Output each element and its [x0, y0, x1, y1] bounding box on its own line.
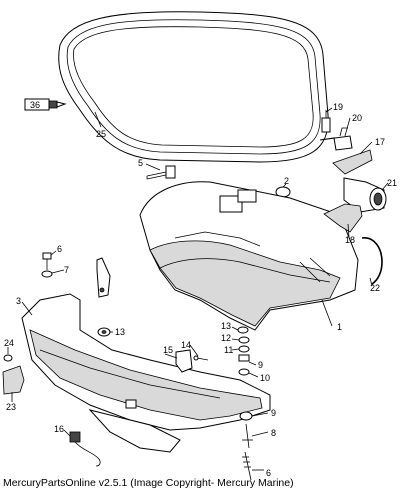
bottom-cowl	[139, 181, 359, 331]
washer-24	[3, 354, 13, 362]
callout-23: 23	[6, 402, 16, 412]
callout-20: 20	[352, 113, 362, 123]
callout-24: 24	[4, 338, 14, 348]
callout-16: 16	[54, 424, 64, 434]
callout-1: 1	[337, 322, 342, 332]
callout-2: 2	[284, 176, 289, 186]
latch-plate	[323, 203, 363, 233]
callout-10: 10	[260, 373, 270, 383]
callout-9-lower: 9	[271, 408, 276, 418]
cowl-chaps	[21, 293, 271, 453]
bracket-assembly	[319, 110, 353, 151]
sensor-16	[69, 431, 101, 467]
callout-6-upper: 6	[57, 244, 62, 254]
grommet-9-lower	[239, 411, 253, 421]
fastener-stack	[237, 326, 250, 376]
bolt-5	[146, 165, 176, 180]
callout-13-right: 13	[221, 321, 231, 331]
screw-6	[42, 252, 52, 270]
seal-gasket	[58, 11, 329, 163]
long-screw	[242, 451, 252, 481]
callout-11: 11	[224, 345, 233, 355]
callout-8: 8	[271, 428, 276, 438]
latch-cylinder	[343, 177, 387, 213]
callout-13-left: 13	[115, 327, 125, 337]
callout-18: 18	[345, 235, 355, 245]
callout-12: 12	[221, 333, 231, 343]
callout-21: 21	[387, 178, 397, 188]
copyright-footer: MercuryPartsOnline v2.5.1 (Image Copyrig…	[3, 477, 294, 489]
callout-22: 22	[370, 283, 380, 293]
wire-clip	[361, 237, 383, 285]
callout-5: 5	[138, 158, 143, 168]
sealant-tube: 36	[24, 98, 67, 111]
washer-7	[41, 270, 53, 278]
leader-lines	[7, 107, 389, 471]
latch-cover	[2, 365, 25, 395]
clip-assembly	[175, 349, 209, 373]
callout-14: 14	[181, 340, 191, 350]
callout-19: 19	[333, 102, 343, 112]
callout-6-lower: 6	[266, 468, 271, 478]
latch-lever	[332, 149, 373, 175]
callout-9-upper: 9	[258, 360, 263, 370]
callout-25: 25	[96, 129, 106, 139]
stud-8	[242, 423, 253, 449]
tube-label: 36	[30, 100, 40, 110]
sensor-bracket	[96, 257, 111, 298]
callout-17: 17	[375, 137, 385, 147]
callout-15: 15	[163, 345, 173, 355]
callout-7: 7	[64, 265, 69, 275]
callout-3: 3	[16, 296, 21, 306]
